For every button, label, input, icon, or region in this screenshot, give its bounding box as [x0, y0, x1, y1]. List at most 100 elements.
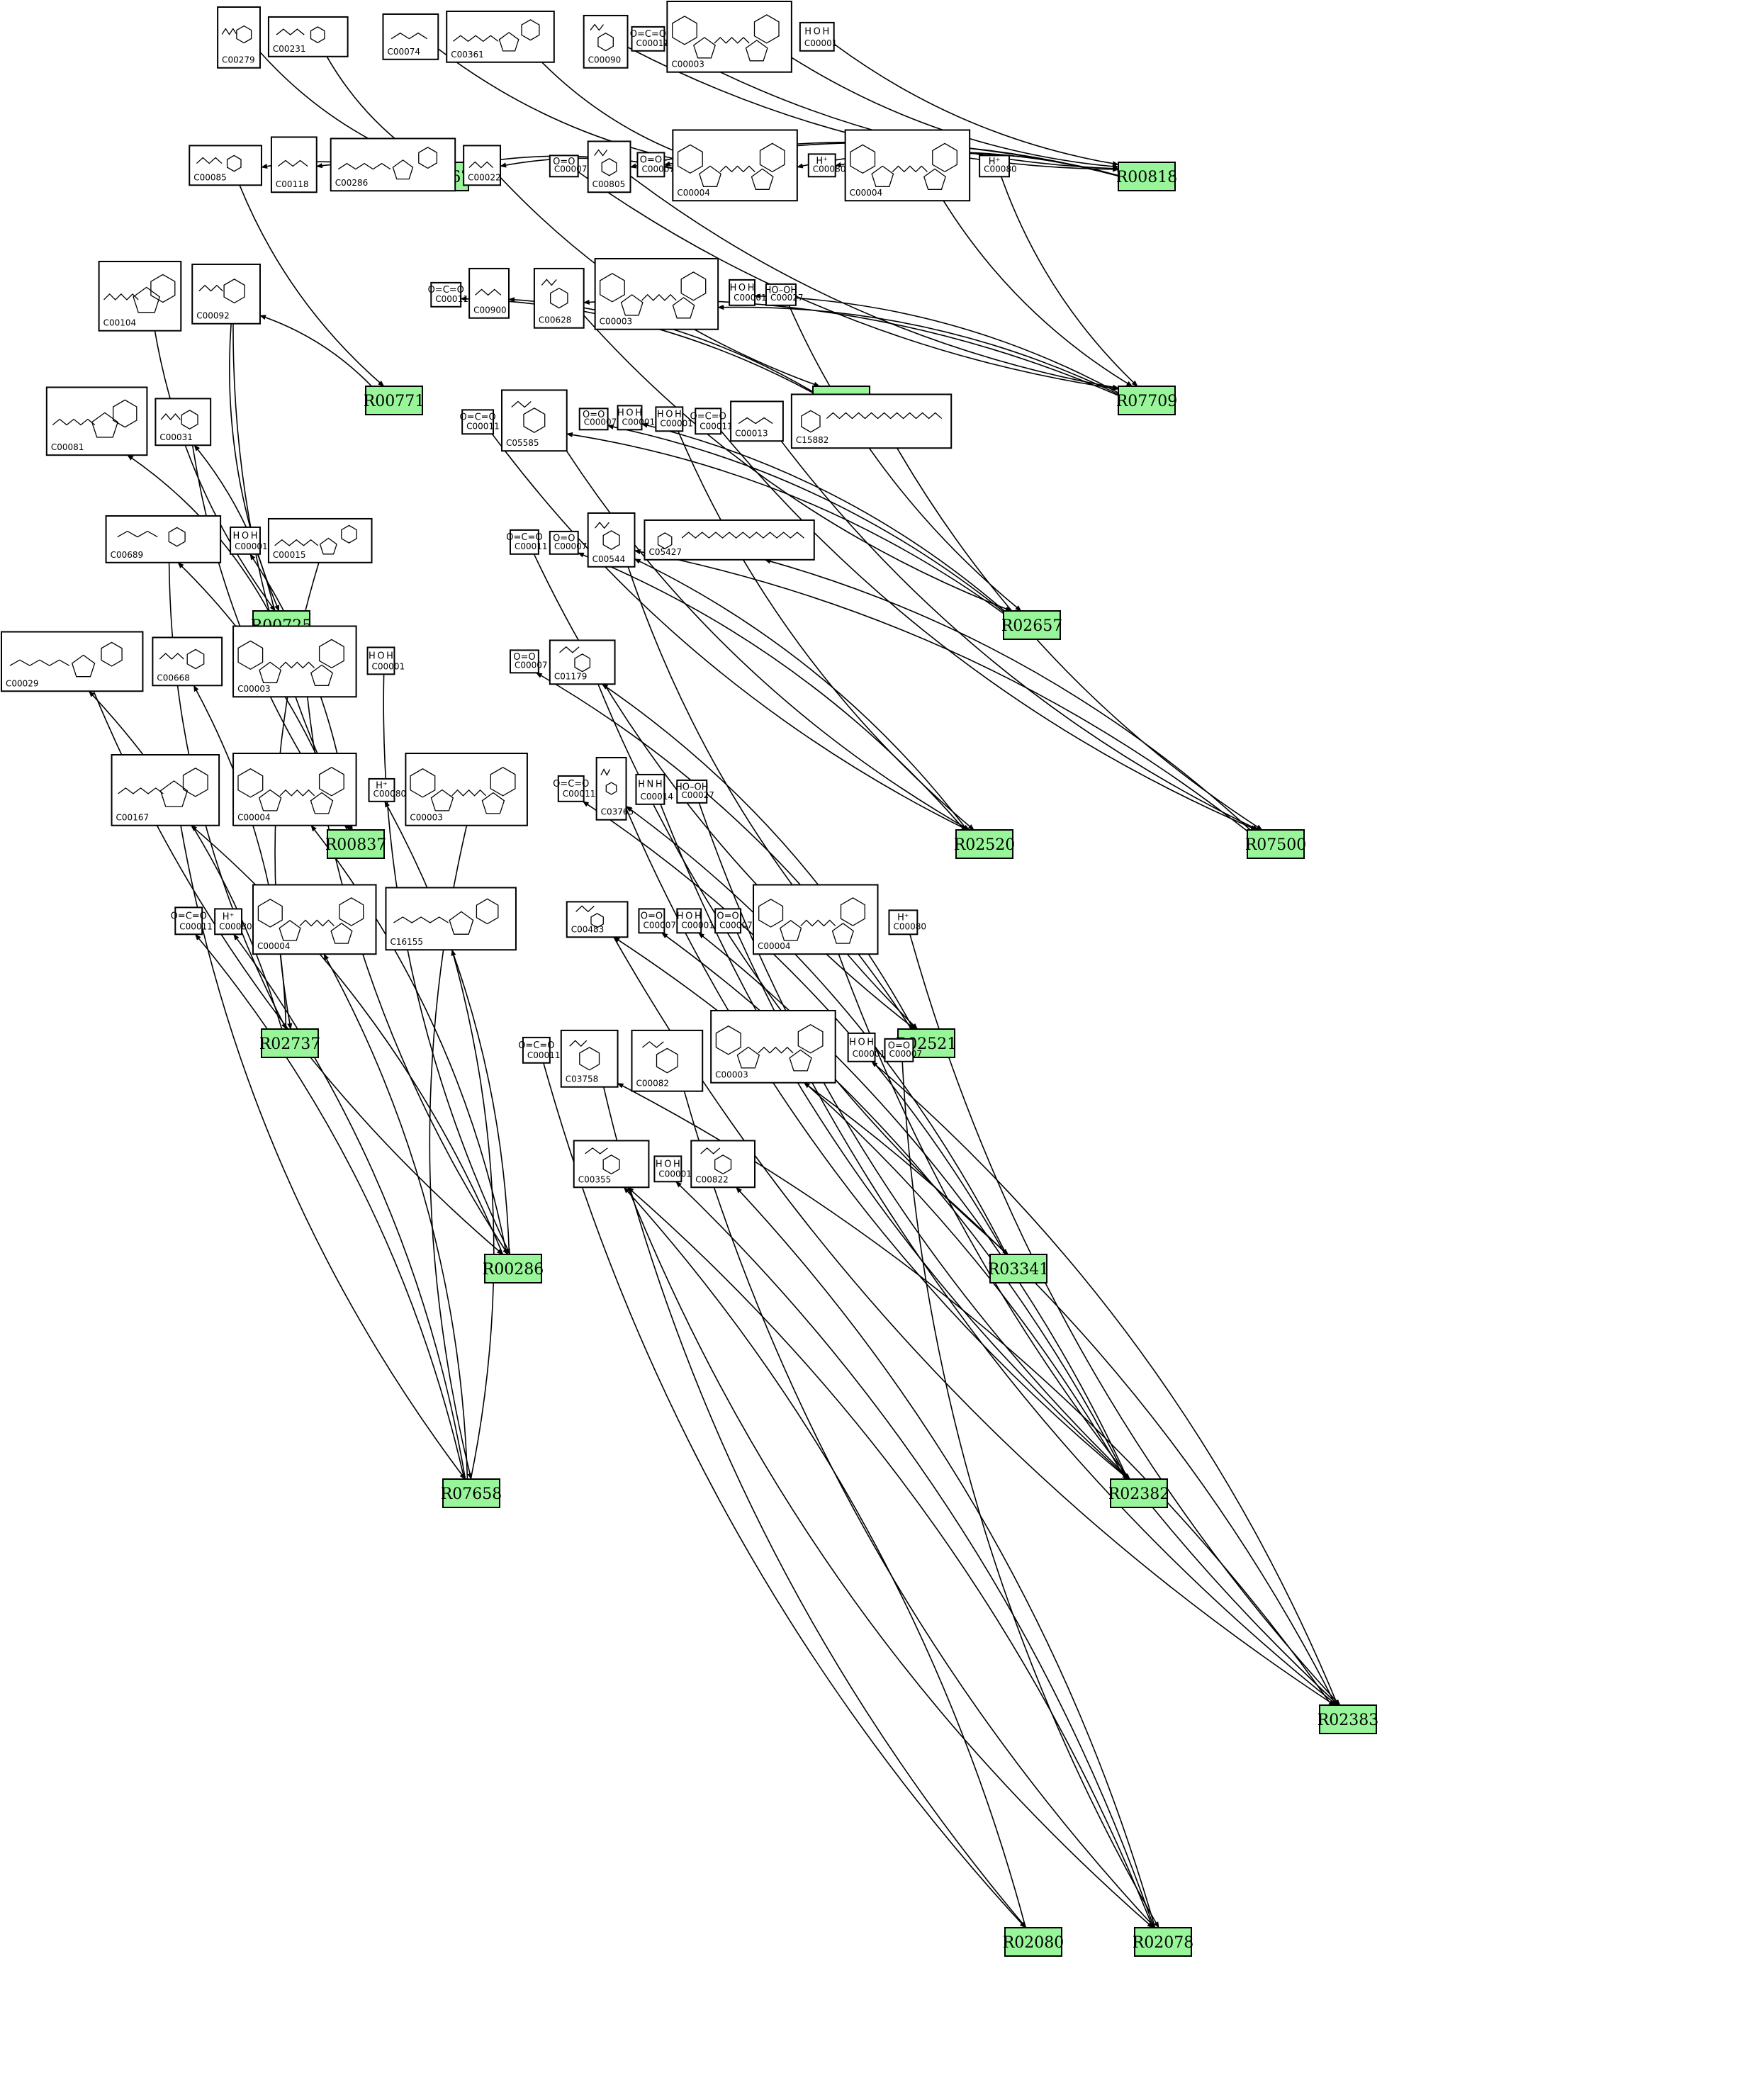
compound-formula: O=C=O [690, 411, 726, 422]
compound-node[interactable]: C00004 [252, 884, 377, 955]
compound-label: C00027 [770, 293, 804, 303]
reaction-node[interactable]: R02737 [259, 1028, 321, 1058]
reaction-node[interactable]: R07709 [1116, 386, 1178, 415]
compound-node[interactable]: C00092 [191, 263, 261, 325]
reaction-node[interactable]: R00286 [483, 1254, 544, 1283]
compound-node[interactable]: C01179 [549, 639, 616, 685]
compound-node[interactable]: H⁺C00080 [368, 777, 407, 802]
compound-node[interactable]: C00004 [844, 129, 971, 202]
compound-node[interactable]: C03758 [560, 1029, 619, 1088]
compound-node[interactable]: C05585 [501, 389, 568, 452]
compound-node[interactable]: C00004 [753, 884, 879, 955]
compound-node[interactable]: C00074 [382, 13, 439, 60]
compound-formula: O=C=O [428, 285, 464, 296]
compound-node[interactable]: C00118 [270, 136, 318, 193]
compound-node[interactable]: H⁺C00080 [807, 153, 846, 178]
compound-label: C00031 [159, 432, 193, 442]
compound-node[interactable]: C00361 [446, 10, 555, 63]
compound-node[interactable]: C00544 [587, 512, 636, 568]
compound-node[interactable]: C03765 [595, 756, 634, 821]
compound-node[interactable]: C00003 [710, 1009, 836, 1084]
reaction-node[interactable]: R02520 [954, 829, 1016, 859]
compound-node[interactable]: C00355 [573, 1140, 650, 1189]
compound-node[interactable]: C00805 [587, 140, 631, 193]
compound-node[interactable]: C00003 [232, 625, 357, 698]
compound-node[interactable]: C00085 [189, 145, 262, 186]
compound-formula: H O H [656, 1159, 680, 1169]
compound-node[interactable]: C00628 [533, 267, 585, 329]
reaction-node[interactable]: R00837 [325, 829, 387, 859]
compound-node[interactable]: C00822 [690, 1140, 756, 1189]
compound-node[interactable]: C00004 [232, 753, 357, 826]
compound-node[interactable]: C00090 [583, 14, 629, 69]
compound-node[interactable]: C00013 [730, 400, 784, 442]
compound-node[interactable]: C00029 [0, 631, 144, 692]
edge-R02657-n_C05585 [566, 432, 1004, 614]
compound-node[interactable]: C00003 [405, 753, 528, 826]
compound-node[interactable]: C16155 [385, 887, 517, 951]
reaction-node[interactable]: R00771 [364, 386, 425, 415]
compound-node[interactable]: C00286 [330, 137, 456, 192]
reaction-node[interactable]: R02657 [1001, 610, 1063, 640]
reaction-node[interactable]: R02382 [1108, 1478, 1170, 1508]
compound-node[interactable]: C00004 [672, 129, 798, 202]
compound-node[interactable]: C00231 [267, 16, 349, 57]
compound-node[interactable]: H⁺C00080 [214, 908, 252, 936]
compound-node[interactable]: C00279 [217, 6, 261, 69]
compound-node[interactable]: C00082 [631, 1029, 704, 1092]
compound-node[interactable]: C00483 [566, 901, 629, 938]
compound-node[interactable]: C15882 [790, 393, 953, 449]
reaction-node[interactable]: R03341 [988, 1254, 1050, 1283]
reaction-node[interactable]: R02078 [1133, 1927, 1194, 1957]
compound-node[interactable]: C00167 [111, 754, 220, 826]
compound-node[interactable]: C00900 [468, 267, 510, 319]
compound-node[interactable]: C00081 [45, 386, 148, 456]
compound-node[interactable]: H⁺C00080 [888, 909, 926, 936]
reaction-node[interactable]: R07500 [1245, 829, 1307, 859]
reaction-node[interactable]: R02080 [1003, 1927, 1064, 1957]
compound-node[interactable]: C00031 [155, 398, 212, 446]
compound-node[interactable]: H⁺C00080 [979, 155, 1017, 178]
reaction-node[interactable]: R07658 [441, 1478, 502, 1508]
compound-node[interactable]: C00003 [666, 0, 792, 73]
compound-node[interactable]: C00015 [267, 517, 373, 563]
molecule-structure-icon [590, 23, 614, 52]
compound-node[interactable]: C00104 [98, 260, 182, 332]
compound-node[interactable]: C00689 [105, 515, 222, 563]
compound-node[interactable]: C05427 [644, 519, 815, 561]
reaction-node[interactable]: R02383 [1318, 1704, 1379, 1734]
compound-node[interactable]: C00003 [594, 257, 719, 330]
compound-node[interactable]: C00668 [152, 636, 223, 687]
compound-node[interactable]: C00022 [463, 145, 502, 186]
reaction-node[interactable]: R00818 [1116, 162, 1178, 191]
edge-R02737-n_C00029 [88, 690, 283, 1030]
